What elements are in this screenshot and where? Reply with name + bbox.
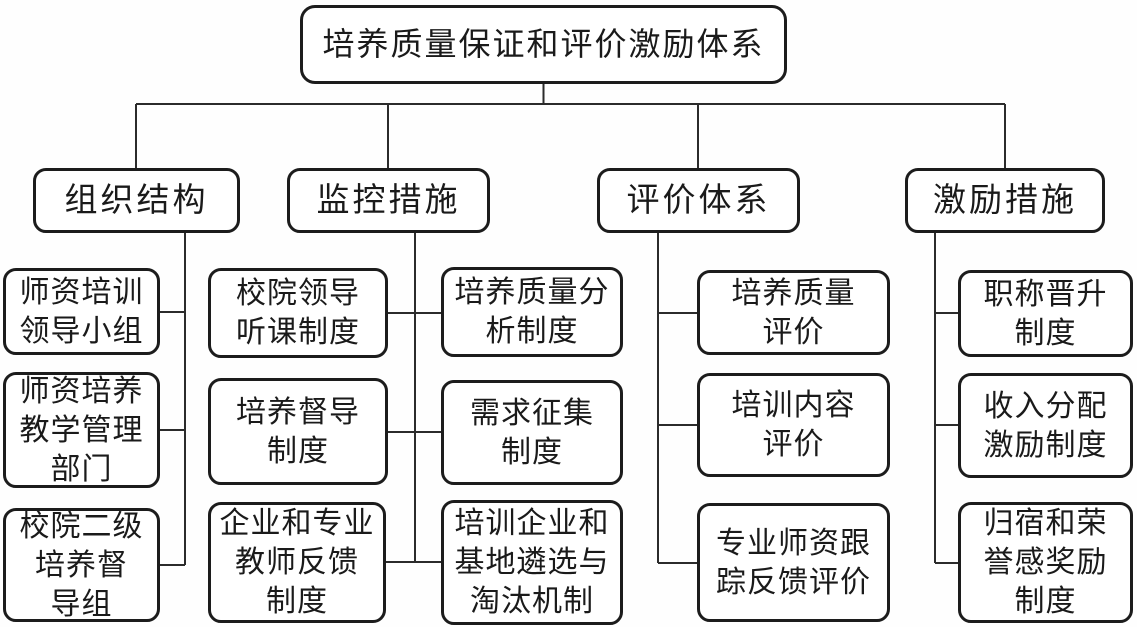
leaf-enterprise-base-selection-elimination: 培训企业和 基地遴选与 淘汰机制 bbox=[441, 500, 623, 625]
branch-monitoring-measures: 监控措施 bbox=[287, 168, 490, 233]
leaf-training-quality-evaluation: 培养质量 评价 bbox=[697, 270, 890, 355]
org-structure-connector bbox=[160, 233, 186, 566]
leaf-leader-class-observation-system: 校院领导 听课制度 bbox=[208, 268, 388, 358]
branch-incentive-measures: 激励措施 bbox=[905, 168, 1105, 233]
leaf-title-promotion-system: 职称晋升 制度 bbox=[958, 270, 1133, 357]
leaf-teaching-management-department: 师资培养 教学管理 部门 bbox=[3, 372, 160, 488]
leaf-enterprise-teacher-feedback-system: 企业和专业 教师反馈 制度 bbox=[208, 502, 386, 623]
leaf-school-college-supervision-group: 校院二级 培养督 导组 bbox=[3, 508, 160, 622]
leaf-belonging-honor-reward-system: 归宿和荣 誉感奖励 制度 bbox=[958, 502, 1133, 623]
branch-evaluation-system: 评价体系 bbox=[597, 168, 800, 233]
node-root: 培养质量保证和评价激励体系 bbox=[300, 5, 787, 84]
leaf-quality-analysis-system: 培养质量分 析制度 bbox=[441, 267, 623, 357]
evaluation-connector bbox=[657, 233, 697, 564]
leaf-demand-collection-system: 需求征集 制度 bbox=[441, 380, 623, 485]
monitoring-connector bbox=[386, 233, 441, 563]
branch-organizational-structure: 组织结构 bbox=[33, 168, 240, 233]
leaf-teacher-training-leading-group: 师资培训 领导小组 bbox=[3, 268, 160, 355]
leaf-training-content-evaluation: 培训内容 评价 bbox=[697, 373, 890, 477]
incentive-connector bbox=[934, 233, 958, 564]
leaf-income-distribution-incentive-system: 收入分配 激励制度 bbox=[958, 373, 1133, 478]
leaf-teacher-tracking-feedback-evaluation: 专业师资跟 踪反馈评价 bbox=[697, 503, 890, 622]
root-branch-connector bbox=[135, 84, 1006, 168]
leaf-training-supervision-system: 培养督导 制度 bbox=[208, 378, 388, 485]
